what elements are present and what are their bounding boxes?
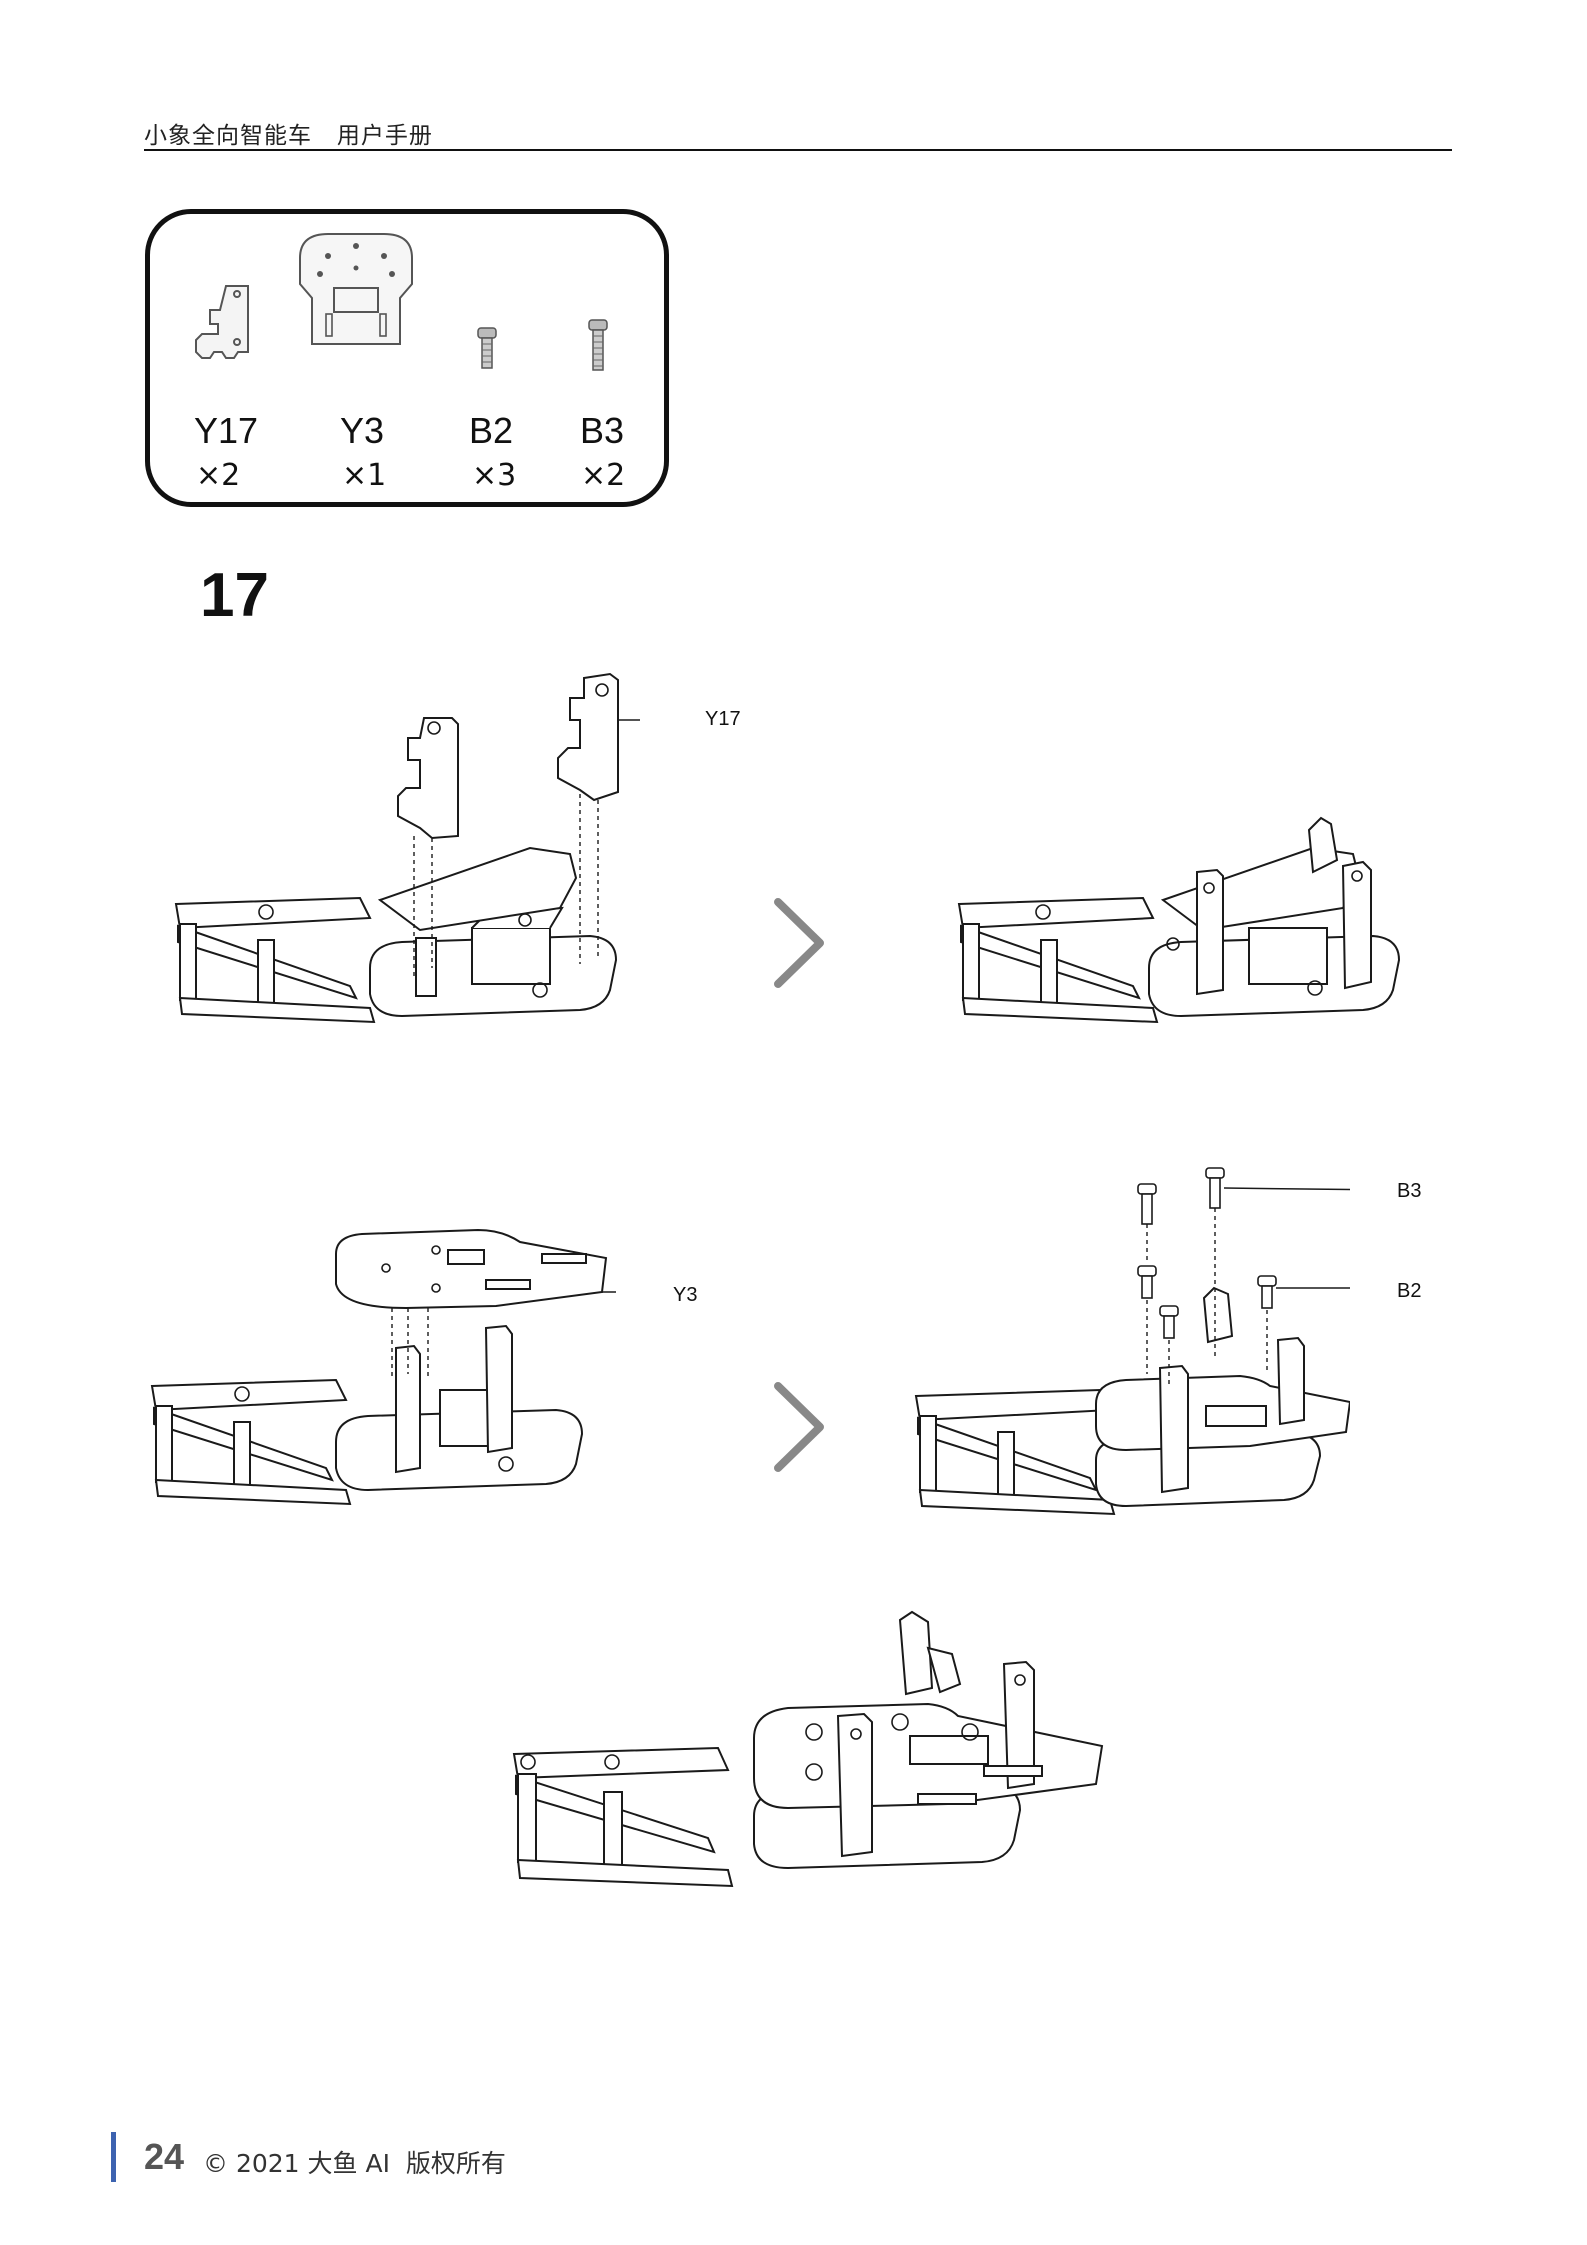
figure-attach-y3 <box>146 1228 616 1508</box>
part-qty-b3: ×2 <box>581 458 626 493</box>
next-step-chevron-icon <box>774 898 824 988</box>
parts-list-box: Y17 Y3 B2 B3 ×2 ×1 ×3 ×2 <box>145 209 669 507</box>
callout-y3: Y3 <box>673 1284 698 1306</box>
callout-b2: B2 <box>1397 1280 1422 1302</box>
page-footer: 24 © 2021 大鱼 AI 版权所有 <box>111 2132 811 2182</box>
footer-accent-bar <box>111 2132 116 2182</box>
callout-b3: B3 <box>1397 1180 1422 1202</box>
part-qty-y17: ×2 <box>196 458 241 493</box>
page-number: 24 <box>144 2136 185 2177</box>
y3-plate-icon <box>299 233 413 345</box>
figure-y17-attached <box>953 812 1413 1062</box>
callout-y17: Y17 <box>705 708 741 730</box>
b3-screw-icon <box>588 319 608 371</box>
part-code-y17: Y17 <box>194 410 259 451</box>
part-code-b3: B3 <box>580 410 625 451</box>
part-code-y3: Y3 <box>340 410 385 451</box>
next-step-chevron-icon <box>774 1382 824 1472</box>
part-qty-y3: ×1 <box>342 458 387 493</box>
copyright-notice: © 2021 大鱼 AI 版权所有 <box>203 2149 506 2178</box>
figure-final-assembly <box>508 1608 1108 1968</box>
step-number: 17 <box>200 561 269 630</box>
part-code-b2: B2 <box>469 410 514 451</box>
part-qty-b2: ×3 <box>472 458 517 493</box>
figure-attach-y17 <box>170 668 640 1068</box>
b2-screw-icon <box>477 327 497 369</box>
header-title: 小象全向智能车 用户手册 <box>144 123 433 149</box>
page-header: 小象全向智能车 用户手册 <box>144 112 1452 152</box>
figure-insert-screws <box>910 1160 1350 1524</box>
header-rule <box>144 149 1452 151</box>
y17-bracket-icon <box>195 285 249 359</box>
